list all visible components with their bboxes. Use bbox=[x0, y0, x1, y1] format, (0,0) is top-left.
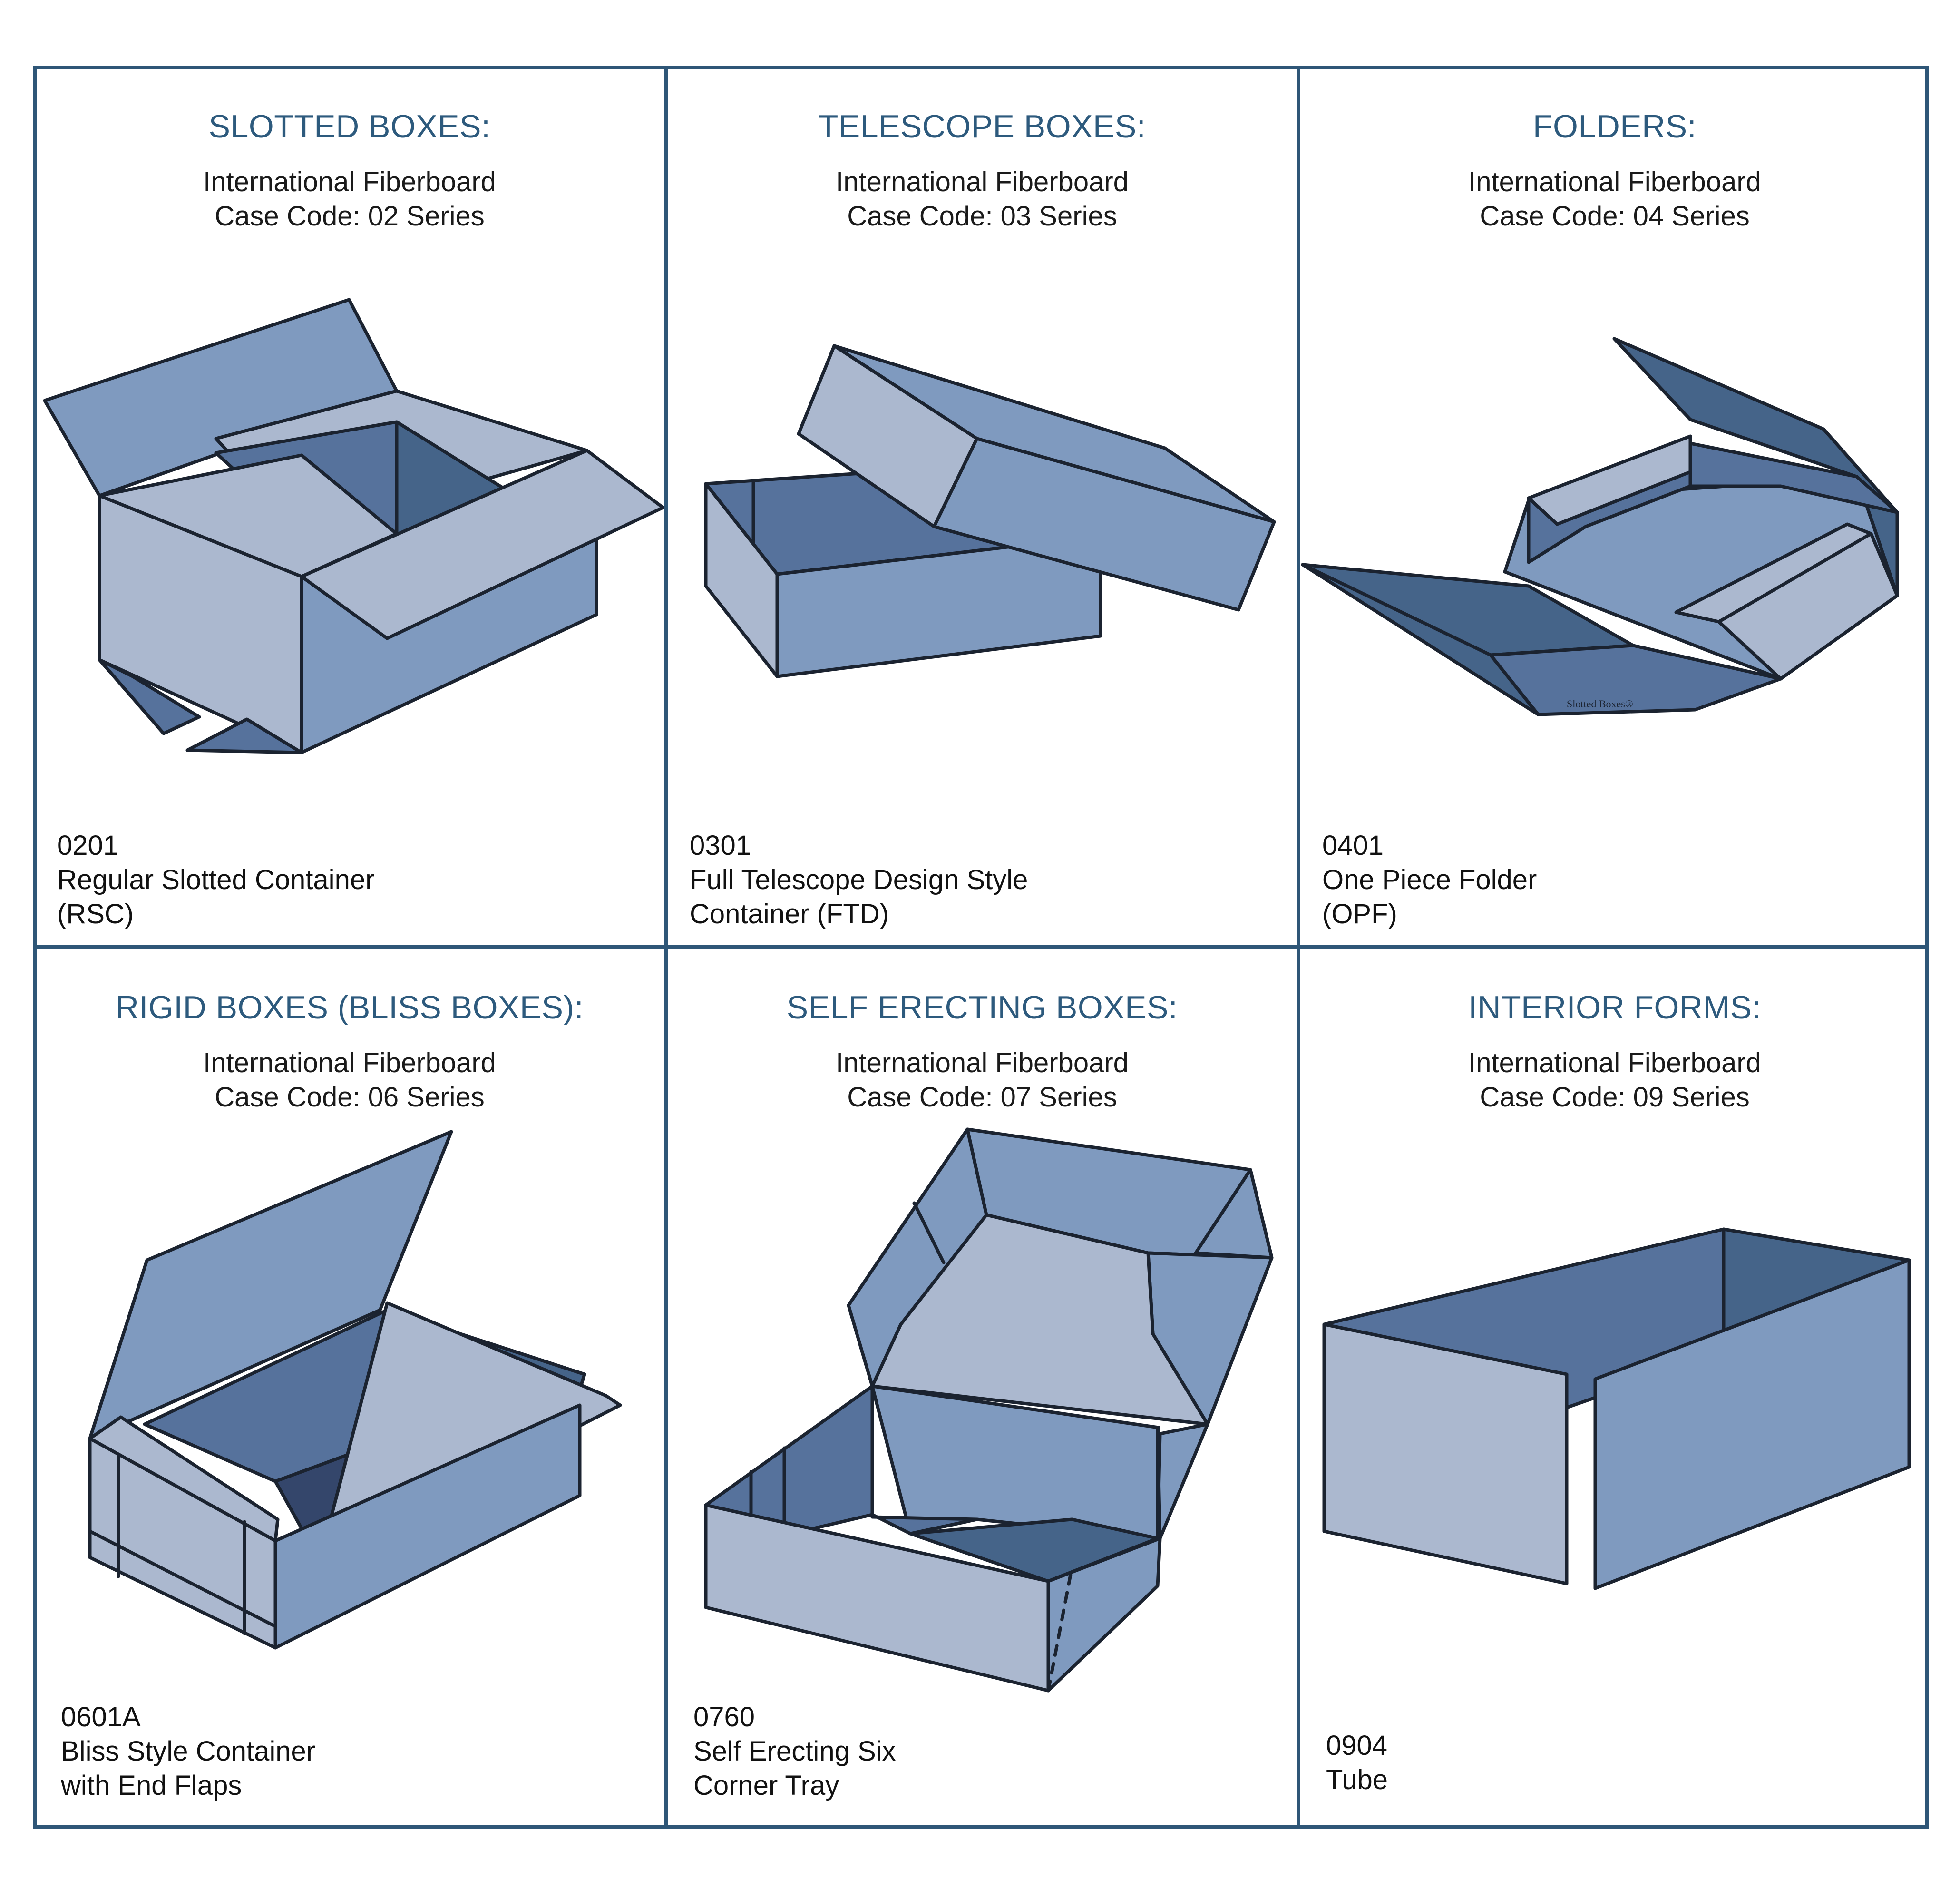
category-title: INTERIOR FORMS: bbox=[1468, 989, 1761, 1026]
full-telescope-box-illustration bbox=[704, 344, 1276, 678]
category-subtitle: International Fiberboard Case Code: 09 S… bbox=[1468, 1047, 1761, 1113]
category-title: SELF ERECTING BOXES: bbox=[786, 989, 1178, 1026]
cell-slotted-boxes: SLOTTED BOXES: International Fiberboard … bbox=[35, 68, 664, 947]
category-subtitle: International Fiberboard Case Code: 07 S… bbox=[836, 1047, 1129, 1113]
category-subtitle: International Fiberboard Case Code: 02 S… bbox=[203, 166, 496, 232]
cell-rigid-boxes: RIGID BOXES (BLISS BOXES): International… bbox=[35, 949, 664, 1828]
style-code-label: 0760 Self Erecting Six Corner Tray bbox=[693, 1702, 896, 1801]
regular-slotted-container-illustration bbox=[43, 298, 664, 754]
style-code-label: 0401 One Piece Folder (OPF) bbox=[1322, 830, 1537, 930]
bliss-box-illustration bbox=[88, 1130, 622, 1650]
style-code-label: 0201 Regular Slotted Container (RSC) bbox=[57, 830, 375, 930]
six-corner-tray-illustration bbox=[704, 1127, 1274, 1693]
category-subtitle: International Fiberboard Case Code: 03 S… bbox=[836, 166, 1129, 232]
style-code-label: 0904 Tube bbox=[1326, 1730, 1388, 1795]
style-code-label: 0601A Bliss Style Container with End Fla… bbox=[61, 1702, 316, 1801]
style-code-label: 0301 Full Telescope Design Style Contain… bbox=[690, 830, 1028, 930]
category-title: TELESCOPE BOXES: bbox=[818, 108, 1146, 145]
category-subtitle: International Fiberboard Case Code: 04 S… bbox=[1468, 166, 1761, 232]
grid-divider bbox=[33, 945, 1929, 949]
category-title: RIGID BOXES (BLISS BOXES): bbox=[115, 989, 584, 1026]
watermark-text: Slotted Boxes® bbox=[1567, 698, 1633, 710]
cell-folders: FOLDERS: International Fiberboard Case C… bbox=[1300, 68, 1929, 947]
cell-interior-forms: INTERIOR FORMS: International Fiberboard… bbox=[1300, 949, 1929, 1828]
cell-self-erecting-boxes: SELF ERECTING BOXES: International Fiber… bbox=[668, 949, 1297, 1828]
category-subtitle: International Fiberboard Case Code: 06 S… bbox=[203, 1047, 496, 1113]
cell-telescope-boxes: TELESCOPE BOXES: International Fiberboar… bbox=[668, 68, 1297, 947]
one-piece-folder-illustration: Slotted Boxes® bbox=[1301, 337, 1899, 716]
tube-illustration bbox=[1322, 1227, 1911, 1590]
category-title: SLOTTED BOXES: bbox=[208, 108, 491, 145]
category-title: FOLDERS: bbox=[1532, 108, 1697, 145]
